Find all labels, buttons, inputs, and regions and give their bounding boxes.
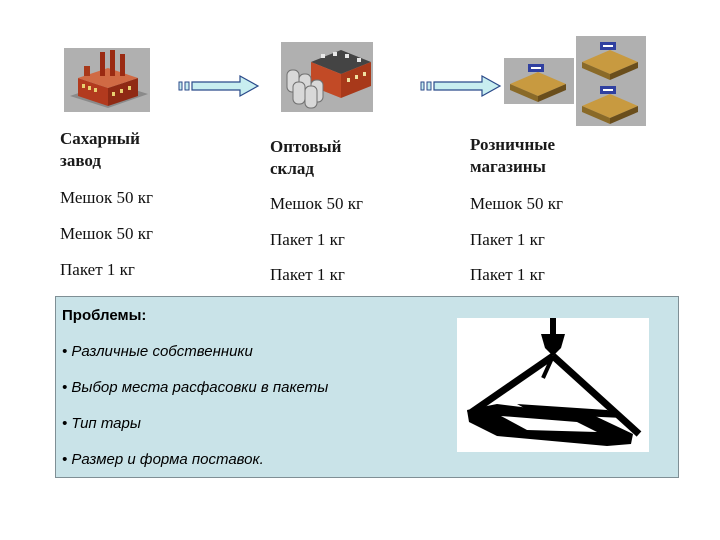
column-header-line: Сахарный xyxy=(60,129,140,148)
column-header-line: магазины xyxy=(470,157,546,176)
table-cell: Пакет 1 кг xyxy=(270,265,345,284)
column-header-sugar-factory: Сахарный завод xyxy=(60,128,140,172)
table-cell: Мешок 50 кг xyxy=(470,194,564,213)
column-header-line: завод xyxy=(60,151,102,170)
table-cell: Пакет 1 кг xyxy=(270,230,345,249)
table-cell: Мешок 50 кг xyxy=(270,194,364,213)
table-cell: Пакет 1 кг xyxy=(470,230,545,249)
column-header-line: Розничные xyxy=(470,135,556,154)
problem-item: • Размер и форма поставок. xyxy=(62,451,264,468)
cargo-sling-icon xyxy=(457,318,649,452)
table-cell: Пакет 1 кг xyxy=(60,260,135,279)
table-cell: Пакет 1 кг xyxy=(470,265,545,284)
problems-title: Проблемы: xyxy=(62,307,147,324)
table-cell: Мешок 50 кг xyxy=(60,188,154,207)
table-cell: Мешок 50 кг xyxy=(60,224,154,243)
arrow-right-icon xyxy=(178,74,260,98)
wholesale-warehouse-icon xyxy=(281,42,373,112)
problem-item: • Тип тары xyxy=(62,415,141,432)
problem-item: • Различные собственники xyxy=(62,343,253,360)
arrow-right-icon xyxy=(420,74,502,98)
column-header-retail-shops: Розничные магазины xyxy=(470,134,555,178)
retail-shops-icon xyxy=(504,36,646,126)
column-header-wholesale-warehouse: Оптовый склад xyxy=(270,136,341,180)
problem-item: • Выбор места расфасовки в пакеты xyxy=(62,379,329,396)
sugar-factory-icon xyxy=(64,48,150,112)
column-header-line: склад xyxy=(270,159,314,178)
column-header-line: Оптовый xyxy=(270,137,342,156)
